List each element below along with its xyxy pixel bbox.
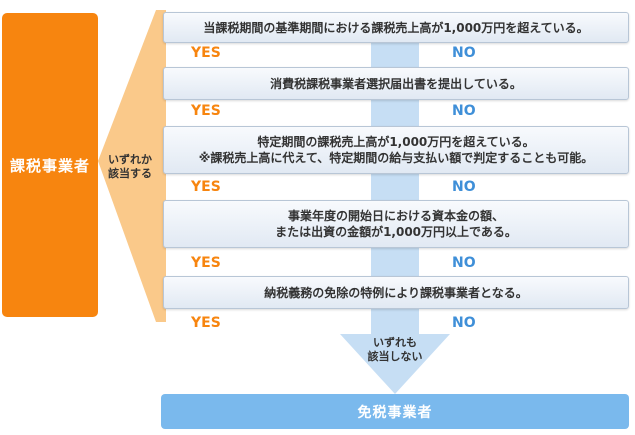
down-arrow-icon bbox=[340, 334, 450, 394]
no-label-5: NO bbox=[452, 315, 476, 331]
no-label-1: NO bbox=[452, 45, 476, 61]
taxable-business-label: 課税事業者 bbox=[9, 156, 90, 175]
yes-label-3: YES bbox=[191, 179, 221, 195]
exempt-business-label: 免税事業者 bbox=[357, 404, 433, 421]
condition-box-5: 納税義務の免除の特例により課税事業者となる。 bbox=[163, 276, 629, 309]
yes-label-2: YES bbox=[191, 103, 221, 119]
condition-box-4: 事業年度の開始日における資本金の額、 または出資の金額が1,000万円以上である… bbox=[163, 200, 629, 248]
yes-label-4: YES bbox=[191, 255, 221, 271]
no-label-3: NO bbox=[452, 179, 476, 195]
condition-box-2: 消費税課税事業者選択届出書を提出している。 bbox=[163, 67, 629, 100]
arrow-label: いずれも 該当しない bbox=[367, 336, 423, 363]
condition-box-3: 特定期間の課税売上高が1,000万円を超えている。 ※課税売上高に代えて、特定期… bbox=[163, 126, 629, 174]
funnel-label: いずれか 該当する bbox=[108, 153, 152, 180]
taxable-business-box: 課税事業者 bbox=[2, 13, 98, 317]
condition-box-1: 当課税期間の基準期間における課税売上高が1,000万円を超えている。 bbox=[163, 12, 629, 43]
funnel-connector bbox=[98, 10, 166, 322]
no-label-2: NO bbox=[452, 103, 476, 119]
yes-label-1: YES bbox=[191, 45, 221, 61]
exempt-business-box: 免税事業者 bbox=[161, 394, 629, 429]
no-label-4: NO bbox=[452, 255, 476, 271]
yes-label-5: YES bbox=[191, 315, 221, 331]
